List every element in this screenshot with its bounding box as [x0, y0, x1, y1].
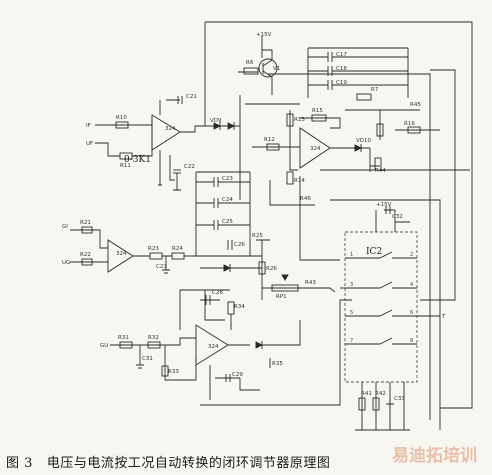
transistor-label: V1: [273, 66, 280, 72]
input-if: IF: [86, 123, 91, 129]
svg-text:1: 1: [350, 252, 353, 258]
ic2-box: [344, 231, 418, 383]
opamp-a: [151, 114, 181, 151]
feedback-wire-top: [205, 21, 473, 409]
label-r41: R41: [361, 391, 372, 397]
opamp-a-label: 324: [165, 126, 176, 132]
label-r46: R46: [300, 196, 311, 202]
label-c27: C27: [156, 264, 167, 270]
opamp-d-label: 324: [208, 344, 219, 350]
pot-rp1-label: RP1: [276, 294, 287, 300]
input-ug: UG: [62, 260, 70, 266]
input-gi: GI: [62, 224, 68, 230]
ic2-label: IC2: [366, 247, 382, 257]
label-r12: R12: [264, 137, 275, 143]
label-c21: C21: [186, 94, 197, 100]
svg-text:2: 2: [410, 252, 413, 258]
label-r10: R10: [116, 115, 127, 121]
label-c29: C29: [232, 372, 243, 378]
input-uf: UF: [86, 141, 93, 147]
caption-number: 图 3: [6, 456, 33, 471]
label-r25: R25: [252, 233, 263, 239]
output-t: T: [441, 314, 446, 320]
input-gu: GU: [100, 343, 108, 349]
label-r15: R15: [312, 108, 323, 114]
label-r11: R11: [120, 163, 131, 169]
label-r23: R23: [148, 246, 159, 252]
opamp-d: [195, 324, 229, 366]
label-r16: R16: [404, 121, 415, 127]
label-r6: R6: [246, 60, 254, 66]
label-r33: R33: [168, 369, 179, 375]
label-r35: R35: [272, 361, 283, 367]
label-c25: C25: [222, 219, 233, 225]
label-r32: R32: [148, 335, 159, 341]
label-c19: C19: [336, 80, 347, 86]
opamp-c: [107, 239, 134, 273]
label-c32: C32: [392, 214, 403, 220]
label-c28: C28: [212, 290, 223, 296]
figure-caption: 图 3 电压与电流按工况自动转换的闭环调节器原理图: [6, 452, 476, 471]
label-r22: R22: [80, 252, 91, 258]
label-r7: R7: [371, 87, 379, 93]
potentiometer-rp1: [271, 284, 299, 292]
label-c22: C22: [184, 164, 195, 170]
opamp-b-label: 324: [310, 146, 321, 152]
label-c17: C17: [336, 52, 347, 58]
zener-b-label: VD10: [356, 138, 371, 144]
label-r42: R42: [375, 391, 386, 397]
zener-a-label: VD9: [210, 118, 222, 124]
resistor-r6: [243, 67, 259, 75]
resistor-r10: [115, 121, 129, 129]
opamp-b: [299, 127, 331, 169]
label-c18: C18: [336, 66, 347, 72]
label-r13: R13: [294, 117, 305, 123]
label-c26: C26: [234, 242, 245, 248]
svg-text:8: 8: [410, 338, 413, 344]
label-r44: R44: [375, 168, 386, 174]
svg-text:4: 4: [410, 282, 413, 288]
label-r43: R43: [305, 280, 316, 286]
label-r21: R21: [80, 220, 91, 226]
label-c24: C24: [222, 197, 233, 203]
watermark-brand: 易迪拓培训: [392, 446, 477, 466]
rail-plus15-top: +15V: [256, 32, 272, 38]
svg-text:3: 3: [350, 282, 353, 288]
label-c31: C31: [142, 356, 153, 362]
pot-label: 0-3K1: [124, 155, 151, 165]
label-c23: C23: [222, 176, 233, 182]
label-r31: R31: [118, 335, 129, 341]
label-r45: R45: [410, 102, 421, 108]
svg-text:7: 7: [350, 338, 353, 344]
rail-plus15-right: +15V: [376, 202, 392, 208]
svg-text:5: 5: [350, 310, 353, 316]
label-r34: R34: [234, 304, 245, 310]
opamp-c-label: 324: [116, 251, 127, 257]
label-r26: R26: [266, 266, 277, 272]
label-r14: R14: [294, 178, 305, 184]
label-c33: C33: [394, 396, 405, 402]
caption-text: 电压与电流按工况自动转换的闭环调节器原理图: [46, 456, 331, 471]
label-r24: R24: [172, 246, 183, 252]
svg-text:6: 6: [410, 310, 413, 316]
transistor-symbol: [258, 58, 278, 78]
